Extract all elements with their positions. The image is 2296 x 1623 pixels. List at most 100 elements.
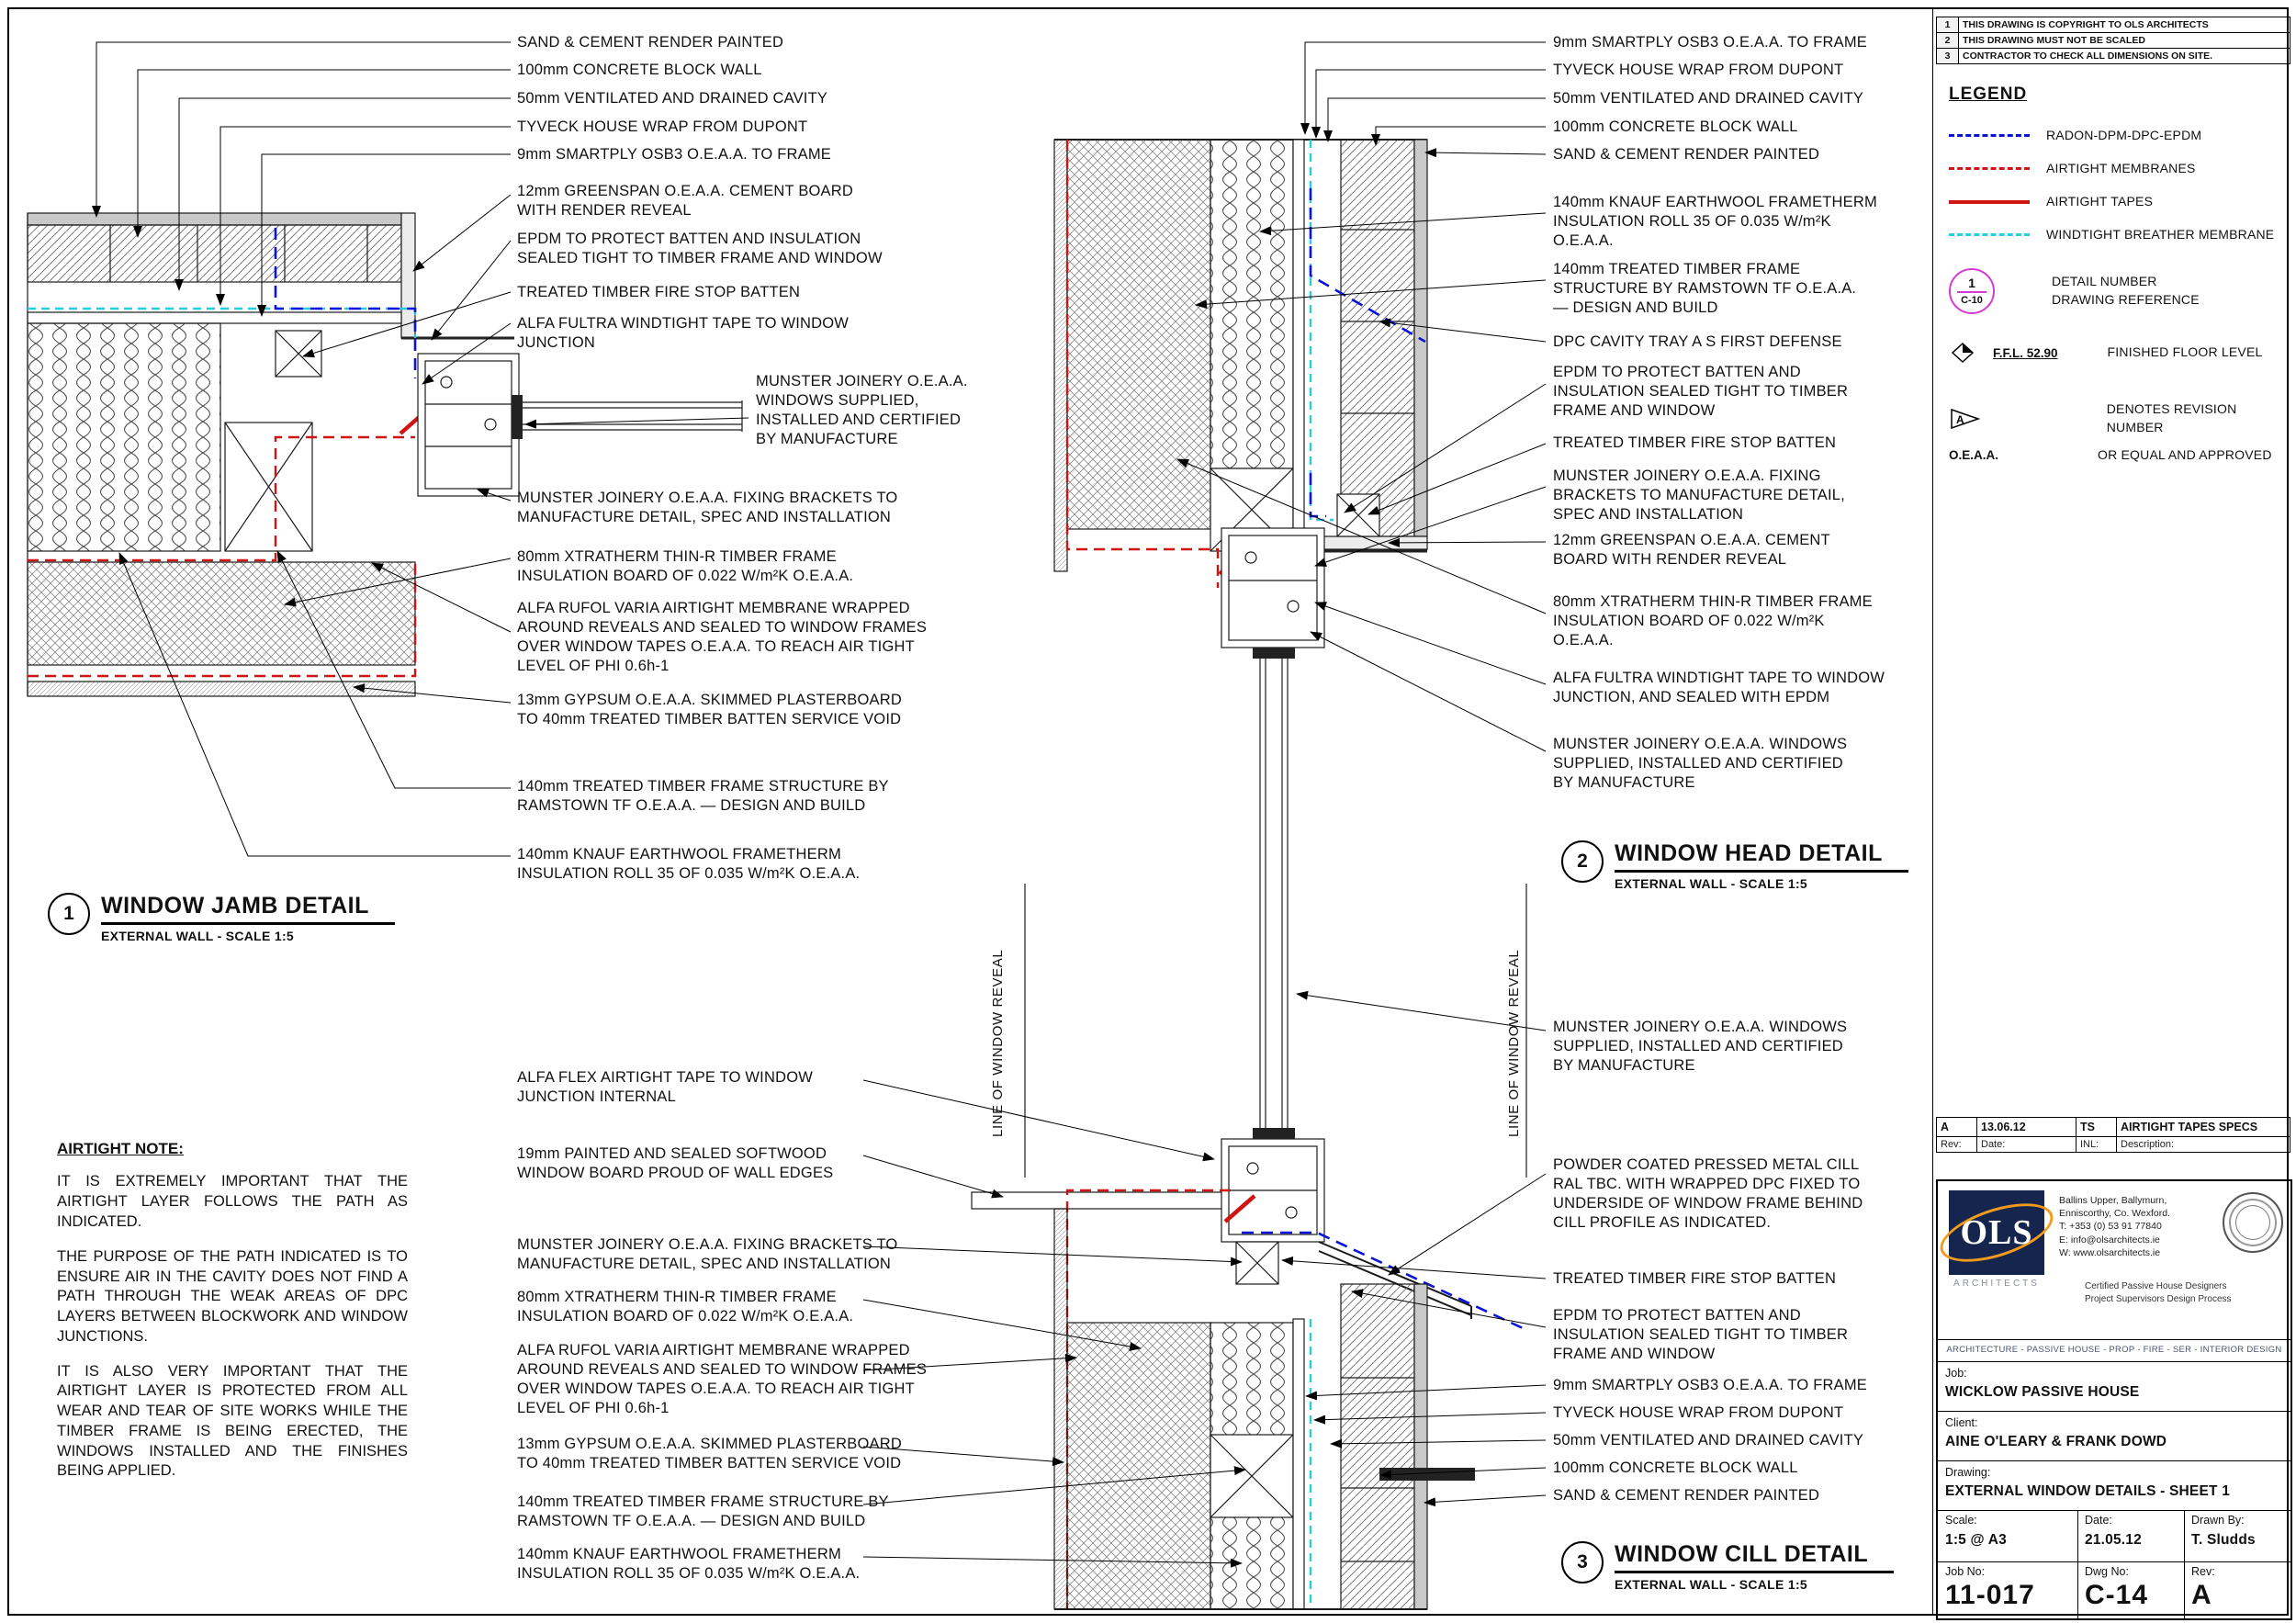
drawing-label: Drawing: bbox=[1945, 1466, 1991, 1479]
airtight-note-paragraph: IT IS EXTREMELY IMPORTANT THAT THE AIRTI… bbox=[57, 1173, 408, 1230]
legend-label: DETAIL NUMBER DRAWING REFERENCE bbox=[2052, 274, 2200, 307]
legend-label: DENOTES REVISION NUMBER bbox=[2106, 401, 2237, 434]
annotation-label: EPDM TO PROTECT BATTEN AND INSULATION SE… bbox=[1553, 1307, 1849, 1363]
airtight-membrane-line-sample bbox=[1949, 167, 2030, 171]
annotation-label: 140mm TREATED TIMBER FRAME STRUCTURE BY … bbox=[517, 778, 889, 815]
annotation-label: 80mm XTRATHERM THIN-R TIMBER FRAME INSUL… bbox=[517, 1289, 854, 1325]
legend-label: RADON-DPM-DPC-EPDM bbox=[2046, 128, 2202, 142]
radon-dpm-dpc-epdm-line-sample bbox=[1949, 134, 2030, 138]
annotation-label: 140mm KNAUF EARTHWOOL FRAMETHERM INSULAT… bbox=[1553, 194, 1877, 250]
annotation-label: TREATED TIMBER FIRE STOP BATTEN bbox=[517, 284, 801, 300]
revision-inl: TS bbox=[2077, 1118, 2117, 1137]
airtight-note: AIRTIGHT NOTE: IT IS EXTREMELY IMPORTANT… bbox=[57, 1139, 408, 1496]
annotation-label: ALFA FULTRA WINDTIGHT TAPE TO WINDOW JUN… bbox=[1553, 670, 1885, 706]
detail-ref-number: 1 bbox=[1956, 276, 1987, 293]
annotation-label: ALFA RUFOL VARIA AIRTIGHT MEMBRANE WRAPP… bbox=[517, 600, 928, 675]
detail-title-cill: 3 WINDOW CILL DETAIL EXTERNAL WALL - SCA… bbox=[1561, 1541, 1895, 1592]
note-number: 2 bbox=[1937, 33, 1959, 48]
note-number: 1 bbox=[1937, 17, 1959, 32]
annotation-label: MUNSTER JOINERY O.E.A.A. FIXING BRACKETS… bbox=[517, 1236, 898, 1273]
detail-ref-sheet: C-10 bbox=[1961, 295, 1983, 306]
practice-seal-icon bbox=[2223, 1192, 2283, 1253]
legend-title: LEGEND bbox=[1949, 85, 2028, 104]
revision-date-header: Date: bbox=[1977, 1137, 2077, 1152]
annotation-label: TREATED TIMBER FIRE STOP BATTEN bbox=[1553, 1270, 1837, 1287]
ffl-value: F.F.L. 52.90 bbox=[1993, 345, 2058, 360]
revision-rev-header: Rev: bbox=[1937, 1137, 1977, 1152]
detail-number-badge: 1 bbox=[48, 893, 90, 935]
client-value: AINE O'LEARY & FRANK DOWD bbox=[1945, 1434, 2167, 1449]
revision-description-header: Description: bbox=[2121, 1139, 2175, 1150]
divider bbox=[2077, 1510, 2078, 1561]
divider bbox=[2184, 1561, 2185, 1618]
annotation-label: POWDER COATED PRESSED METAL CILL RAL TBC… bbox=[1553, 1156, 1863, 1232]
annotation-label: ALFA FLEX AIRTIGHT TAPE TO WINDOW JUNCTI… bbox=[517, 1069, 814, 1106]
annotation-label: 100mm CONCRETE BLOCK WALL bbox=[517, 62, 762, 78]
annotation-label: 50mm VENTILATED AND DRAINED CAVITY bbox=[517, 90, 828, 107]
jobno-value: 11-017 bbox=[1945, 1580, 2035, 1610]
note-number: 3 bbox=[1937, 49, 1959, 63]
divider bbox=[2184, 1510, 2185, 1561]
scale-label: Scale: bbox=[1945, 1514, 1977, 1527]
annotation-label: 50mm VENTILATED AND DRAINED CAVITY bbox=[1553, 90, 1864, 107]
divider bbox=[1938, 1510, 2290, 1511]
detail-subtitle: EXTERNAL WALL - SCALE 1:5 bbox=[1615, 1577, 1808, 1592]
legend-label: AIRTIGHT MEMBRANES bbox=[2046, 161, 2196, 175]
annotation-label: 140mm TREATED TIMBER FRAME STRUCTURE BY … bbox=[517, 1493, 889, 1530]
window-jamb-detail-drawing bbox=[27, 41, 749, 857]
line-of-window-reveal-label: LINE OF WINDOW REVEAL bbox=[990, 949, 1006, 1137]
detail-subtitle: EXTERNAL WALL - SCALE 1:5 bbox=[1615, 876, 1808, 891]
annotation-label: SAND & CEMENT RENDER PAINTED bbox=[1553, 146, 1820, 163]
window-head-detail-drawing bbox=[1024, 41, 1547, 1178]
legend-item-ffl: F.F.L. 52.90 FINISHED FLOOR LEVEL bbox=[1949, 342, 2262, 364]
job-value: WICKLOW PASSIVE HOUSE bbox=[1945, 1384, 2140, 1400]
annotation-label: 100mm CONCRETE BLOCK WALL bbox=[1553, 118, 1798, 135]
detail-title: WINDOW JAMB DETAIL bbox=[101, 893, 395, 925]
annotation-label: TYVECK HOUSE WRAP FROM DUPONT bbox=[517, 118, 808, 135]
annotation-label: 140mm KNAUF EARTHWOOL FRAMETHERM INSULAT… bbox=[517, 1546, 861, 1583]
legend-item-revision: A DENOTES REVISION NUMBER bbox=[1949, 400, 2296, 436]
annotation-label: TREATED TIMBER FIRE STOP BATTEN bbox=[1553, 434, 1837, 451]
divider bbox=[1938, 1561, 2290, 1562]
detail-number-badge: 3 bbox=[1561, 1541, 1604, 1584]
window-cill-detail-drawing bbox=[862, 990, 1547, 1610]
annotation-label: DPC CAVITY TRAY A S FIRST DEFENSE bbox=[1553, 333, 1842, 350]
annotation-label: 9mm SMARTPLY OSB3 O.E.A.A. TO FRAME bbox=[1553, 34, 1867, 51]
detail-title-jamb: 1 WINDOW JAMB DETAIL EXTERNAL WALL - SCA… bbox=[48, 893, 395, 943]
annotation-label: SAND & CEMENT RENDER PAINTED bbox=[1553, 1487, 1820, 1504]
svg-text:A: A bbox=[1956, 413, 1964, 426]
annotation-label: EPDM TO PROTECT BATTEN AND INSULATION SE… bbox=[517, 231, 883, 267]
divider bbox=[2077, 1561, 2078, 1618]
annotation-label: TYVECK HOUSE WRAP FROM DUPONT bbox=[1553, 1404, 1844, 1421]
annotation-label: 12mm GREENSPAN O.E.A.A. CEMENT BOARD WIT… bbox=[1553, 532, 1830, 569]
detail-reference-symbol: 1 C-10 bbox=[1949, 268, 1995, 314]
annotation-label: 140mm TREATED TIMBER FRAME STRUCTURE BY … bbox=[1553, 261, 1857, 317]
divider bbox=[1938, 1411, 2290, 1412]
detail-number-badge: 2 bbox=[1561, 840, 1604, 883]
drawing-value: EXTERNAL WINDOW DETAILS - SHEET 1 bbox=[1945, 1483, 2231, 1499]
dwgno-value: C-14 bbox=[2085, 1580, 2149, 1610]
practice-address: Ballins Upper, Ballymurn, Enniscorthy, C… bbox=[2059, 1195, 2170, 1258]
practice-tagline: ARCHITECTURE - PASSIVE HOUSE - PROP - FI… bbox=[1946, 1345, 2282, 1355]
dwgno-label: Dwg No: bbox=[2085, 1565, 2129, 1578]
legend-label: FINISHED FLOOR LEVEL bbox=[2107, 344, 2263, 360]
line-of-window-reveal-label: LINE OF WINDOW REVEAL bbox=[1506, 949, 1522, 1137]
legend-item-airtight-membranes: AIRTIGHT MEMBRANES bbox=[1949, 160, 2196, 178]
rev-label: Rev: bbox=[2191, 1565, 2215, 1578]
annotation-label: TYVECK HOUSE WRAP FROM DUPONT bbox=[1553, 62, 1844, 78]
client-label: Client: bbox=[1945, 1416, 1978, 1429]
revision-date: 13.06.12 bbox=[1977, 1118, 2077, 1137]
sheet-note-row: 1 THIS DRAWING IS COPYRIGHT TO OLS ARCHI… bbox=[1937, 17, 2290, 33]
detail-title: WINDOW HEAD DETAIL bbox=[1615, 840, 1908, 873]
legend-label: OR EQUAL AND APPROVED bbox=[2098, 447, 2272, 462]
detail-subtitle: EXTERNAL WALL - SCALE 1:5 bbox=[101, 929, 295, 943]
legend-item-radon: RADON-DPM-DPC-EPDM bbox=[1949, 127, 2201, 145]
annotation-label: 100mm CONCRETE BLOCK WALL bbox=[1553, 1460, 1798, 1476]
logo-text: OLS bbox=[1960, 1213, 2033, 1252]
legend-item-windtight: WINDTIGHT BREATHER MEMBRANE bbox=[1949, 226, 2274, 244]
annotation-label: 50mm VENTILATED AND DRAINED CAVITY bbox=[1553, 1432, 1864, 1448]
annotation-label: EPDM TO PROTECT BATTEN AND INSULATION SE… bbox=[1553, 364, 1849, 420]
drawnby-label: Drawn By: bbox=[2191, 1514, 2245, 1527]
revision-rev: A bbox=[1937, 1118, 1977, 1137]
